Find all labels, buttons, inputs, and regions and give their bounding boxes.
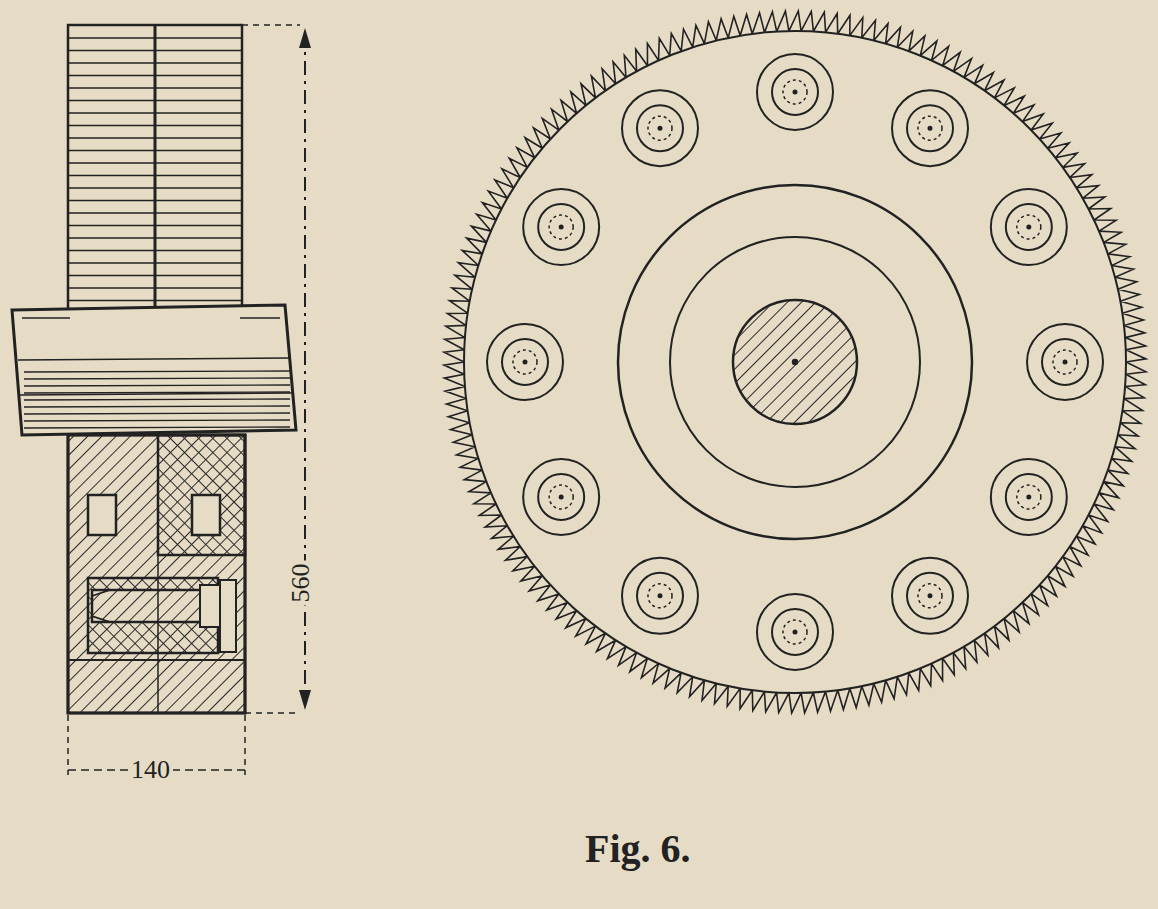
- bolt-ring: [637, 573, 683, 619]
- bolt-ring: [907, 573, 953, 619]
- bolt-center: [1027, 226, 1030, 229]
- bolt-center: [1027, 496, 1030, 499]
- bolt-socket: [549, 215, 573, 239]
- bolt-center: [560, 496, 563, 499]
- bolt-center: [524, 361, 527, 364]
- bolt-ring: [538, 474, 584, 520]
- flange-shade: [24, 399, 290, 400]
- flange-shade: [24, 378, 290, 379]
- bolt-ring: [772, 69, 818, 115]
- bolt-ring: [1042, 339, 1088, 385]
- bolt-ring: [637, 105, 683, 151]
- dimension-label: 140: [128, 757, 173, 783]
- bolt-socket: [1017, 485, 1041, 509]
- bolt-socket: [549, 485, 573, 509]
- bolt-head: [523, 459, 599, 535]
- bolt-ring: [772, 609, 818, 655]
- flange-shade: [24, 385, 290, 386]
- gear-teeth: [444, 11, 1146, 713]
- bolt-center: [929, 127, 932, 130]
- bolt-socket: [1017, 215, 1041, 239]
- side-view: [12, 25, 311, 775]
- bolt-socket: [918, 584, 942, 608]
- bolt-center: [659, 127, 662, 130]
- bolt-head: [892, 90, 968, 166]
- bolt-head: [487, 324, 563, 400]
- flange-shade: [24, 413, 290, 414]
- figure-caption: Fig. 6.: [585, 825, 691, 872]
- bolt-center: [794, 631, 797, 634]
- bolt-head: [1027, 324, 1103, 400]
- dimension-label: 560: [288, 561, 314, 606]
- bolt-socket: [783, 80, 807, 104]
- flange-shade: [24, 427, 290, 428]
- bolt-socket: [648, 116, 672, 140]
- flange-shade: [24, 371, 290, 372]
- bolt-head: [991, 459, 1067, 535]
- bolt-ring: [1006, 204, 1052, 250]
- flange-shade: [24, 406, 290, 407]
- flange-shade: [24, 392, 290, 393]
- bolt-socket: [513, 350, 537, 374]
- bolt-head: [991, 189, 1067, 265]
- bolt-ring: [538, 204, 584, 250]
- bolt-head: [757, 594, 833, 670]
- bolt-center: [794, 91, 797, 94]
- bolt-ring: [502, 339, 548, 385]
- bolt-head: [892, 558, 968, 634]
- bolt-ring: [1006, 474, 1052, 520]
- bolt-center: [659, 594, 662, 597]
- bolt-head: [523, 189, 599, 265]
- bolt-socket: [648, 584, 672, 608]
- bolt-head: [622, 558, 698, 634]
- bolt-socket: [918, 116, 942, 140]
- bolt-center: [560, 226, 563, 229]
- bolt-center: [929, 594, 932, 597]
- flange-shade: [24, 420, 290, 421]
- front-view: [444, 11, 1146, 713]
- bolt-socket: [783, 620, 807, 644]
- bolt-ring: [907, 105, 953, 151]
- bolt-socket: [1053, 350, 1077, 374]
- bolt-head: [622, 90, 698, 166]
- bolt-head: [757, 54, 833, 130]
- bolt-center: [1064, 361, 1067, 364]
